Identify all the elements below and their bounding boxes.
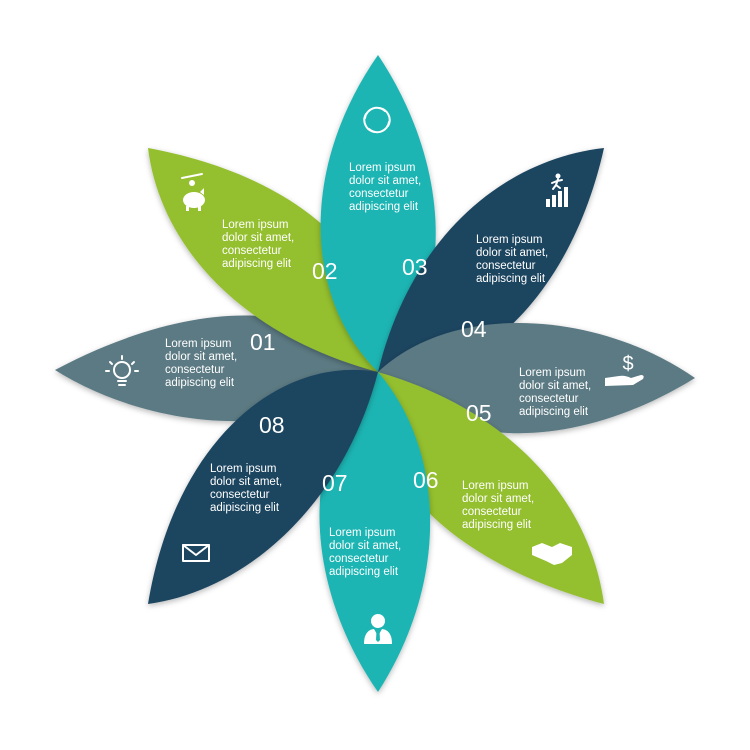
petal-03-text: Lorem ipsum dolor sit amet, consectetur … [349,162,421,213]
text-line: dolor sit amet, [222,232,294,244]
text-line: adipiscing elit [222,258,292,270]
petal-03 [320,55,436,372]
text-line: Lorem ipsum [462,480,528,492]
text-line: adipiscing elit [210,502,280,514]
text-line: adipiscing elit [519,406,589,418]
petal-number: 07 [322,470,348,496]
text-line: Lorem ipsum [165,338,231,350]
text-blocks-group: Lorem ipsum dolor sit amet, consectetur … [165,162,591,578]
text-line: Lorem ipsum [210,463,276,475]
petal-number: 08 [259,412,285,438]
text-line: consectetur [462,506,522,518]
text-line: consectetur [519,393,579,405]
text-line: consectetur [165,364,225,376]
text-line: dolor sit amet, [349,175,421,187]
text-line: adipiscing elit [329,566,399,578]
money-hand-icon: $ [605,353,644,386]
petal-01-text: Lorem ipsum dolor sit amet, consectetur … [165,338,237,389]
svg-text:$: $ [622,353,633,375]
text-line: dolor sit amet, [329,540,401,552]
text-line: Lorem ipsum [222,219,288,231]
petal-number: 01 [250,329,276,355]
text-line: Lorem ipsum [519,367,585,379]
text-line: adipiscing elit [165,377,235,389]
numbers-group: 01 02 03 04 05 06 07 08 [250,254,492,496]
petal-number: 03 [402,254,428,280]
text-line: consectetur [476,260,536,272]
handshake-icon [532,543,572,565]
petal-number: 02 [312,258,338,284]
petal-number: 04 [461,316,487,342]
text-line: consectetur [349,188,409,200]
petals-group [55,55,695,692]
text-line: dolor sit amet, [519,380,591,392]
petal-04-text: Lorem ipsum dolor sit amet, consectetur … [476,234,548,285]
petal-02 [148,148,382,372]
text-line: adipiscing elit [476,273,546,285]
lightbulb-icon [105,355,139,386]
petal-07-text: Lorem ipsum dolor sit amet, consectetur … [329,527,401,578]
text-line: adipiscing elit [349,201,419,213]
petal-07 [319,372,431,692]
petal-06-text: Lorem ipsum dolor sit amet, consectetur … [462,480,534,531]
petal-number: 06 [413,467,439,493]
icons-group: $ [105,106,644,644]
text-line: Lorem ipsum [349,162,415,174]
text-line: Lorem ipsum [476,234,542,246]
text-line: consectetur [222,245,282,257]
petal-05-text: Lorem ipsum dolor sit amet, consectetur … [519,367,591,418]
text-line: dolor sit amet, [165,351,237,363]
envelope-icon [182,544,210,562]
text-line: dolor sit amet, [476,247,548,259]
growth-stairs-icon [546,173,568,207]
text-line: dolor sit amet, [210,476,282,488]
cycle-arrows-icon [363,106,391,134]
businessman-icon [364,614,392,644]
text-line: consectetur [329,553,389,565]
text-line: dolor sit amet, [462,493,534,505]
text-line: adipiscing elit [462,519,532,531]
text-line: Lorem ipsum [329,527,395,539]
piggy-bank-icon [181,173,205,211]
petal-number: 05 [466,400,492,426]
petal-02-text: Lorem ipsum dolor sit amet, consectetur … [222,219,294,270]
petal-08-text: Lorem ipsum dolor sit amet, consectetur … [210,463,282,514]
text-line: consectetur [210,489,270,501]
